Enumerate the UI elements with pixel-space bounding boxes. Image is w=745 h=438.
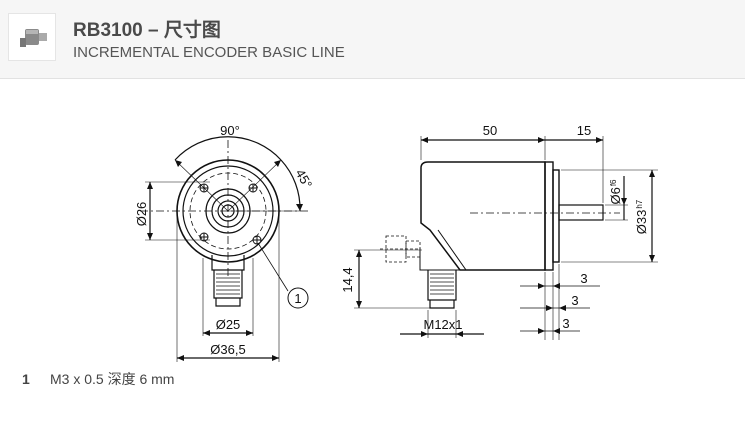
footnote-text: M3 x 0.5 深度 6 mm <box>50 371 175 387</box>
dim-3c-label: 3 <box>562 316 569 331</box>
encoder-thumbnail-icon <box>8 13 56 61</box>
dia-33-value: Ø33 <box>634 210 649 235</box>
dim-3a-label: 3 <box>580 271 587 286</box>
callout-1-label: 1 <box>294 291 301 306</box>
dia-33-tolerance: h7 <box>635 199 644 208</box>
dia-26-label: Ø26 <box>134 202 149 227</box>
angle-45-label: 45° <box>292 166 315 191</box>
dia-36-5-label: Ø36,5 <box>210 342 245 357</box>
dimension-drawing: 90° 45° Ø26 Ø25 Ø36,5 1 <box>0 78 745 368</box>
dia-6-value: Ø6 <box>608 187 623 204</box>
front-view <box>140 136 310 362</box>
thread-label: M12x1 <box>423 317 462 332</box>
header: RB3100 – 尺寸图 INCREMENTAL ENCODER BASIC L… <box>0 0 745 79</box>
angle-90-label: 90° <box>220 123 240 138</box>
footnote: 1 M3 x 0.5 深度 6 mm <box>22 369 174 389</box>
page-subtitle: INCREMENTAL ENCODER BASIC LINE <box>73 44 345 61</box>
length-15-label: 15 <box>577 123 591 138</box>
footnote-number: 1 <box>22 371 30 387</box>
height-14-4-label: 14,4 <box>340 267 355 292</box>
dia-33-label: Ø33h7 <box>634 199 649 234</box>
dia-6-label: Ø6f6 <box>608 179 623 205</box>
dia-6-tolerance: f6 <box>609 179 618 186</box>
dia-25-label: Ø25 <box>216 317 241 332</box>
length-50-label: 50 <box>483 123 497 138</box>
side-view <box>354 136 658 340</box>
dim-3b-label: 3 <box>571 293 578 308</box>
page-title: RB3100 – 尺寸图 <box>73 20 221 41</box>
